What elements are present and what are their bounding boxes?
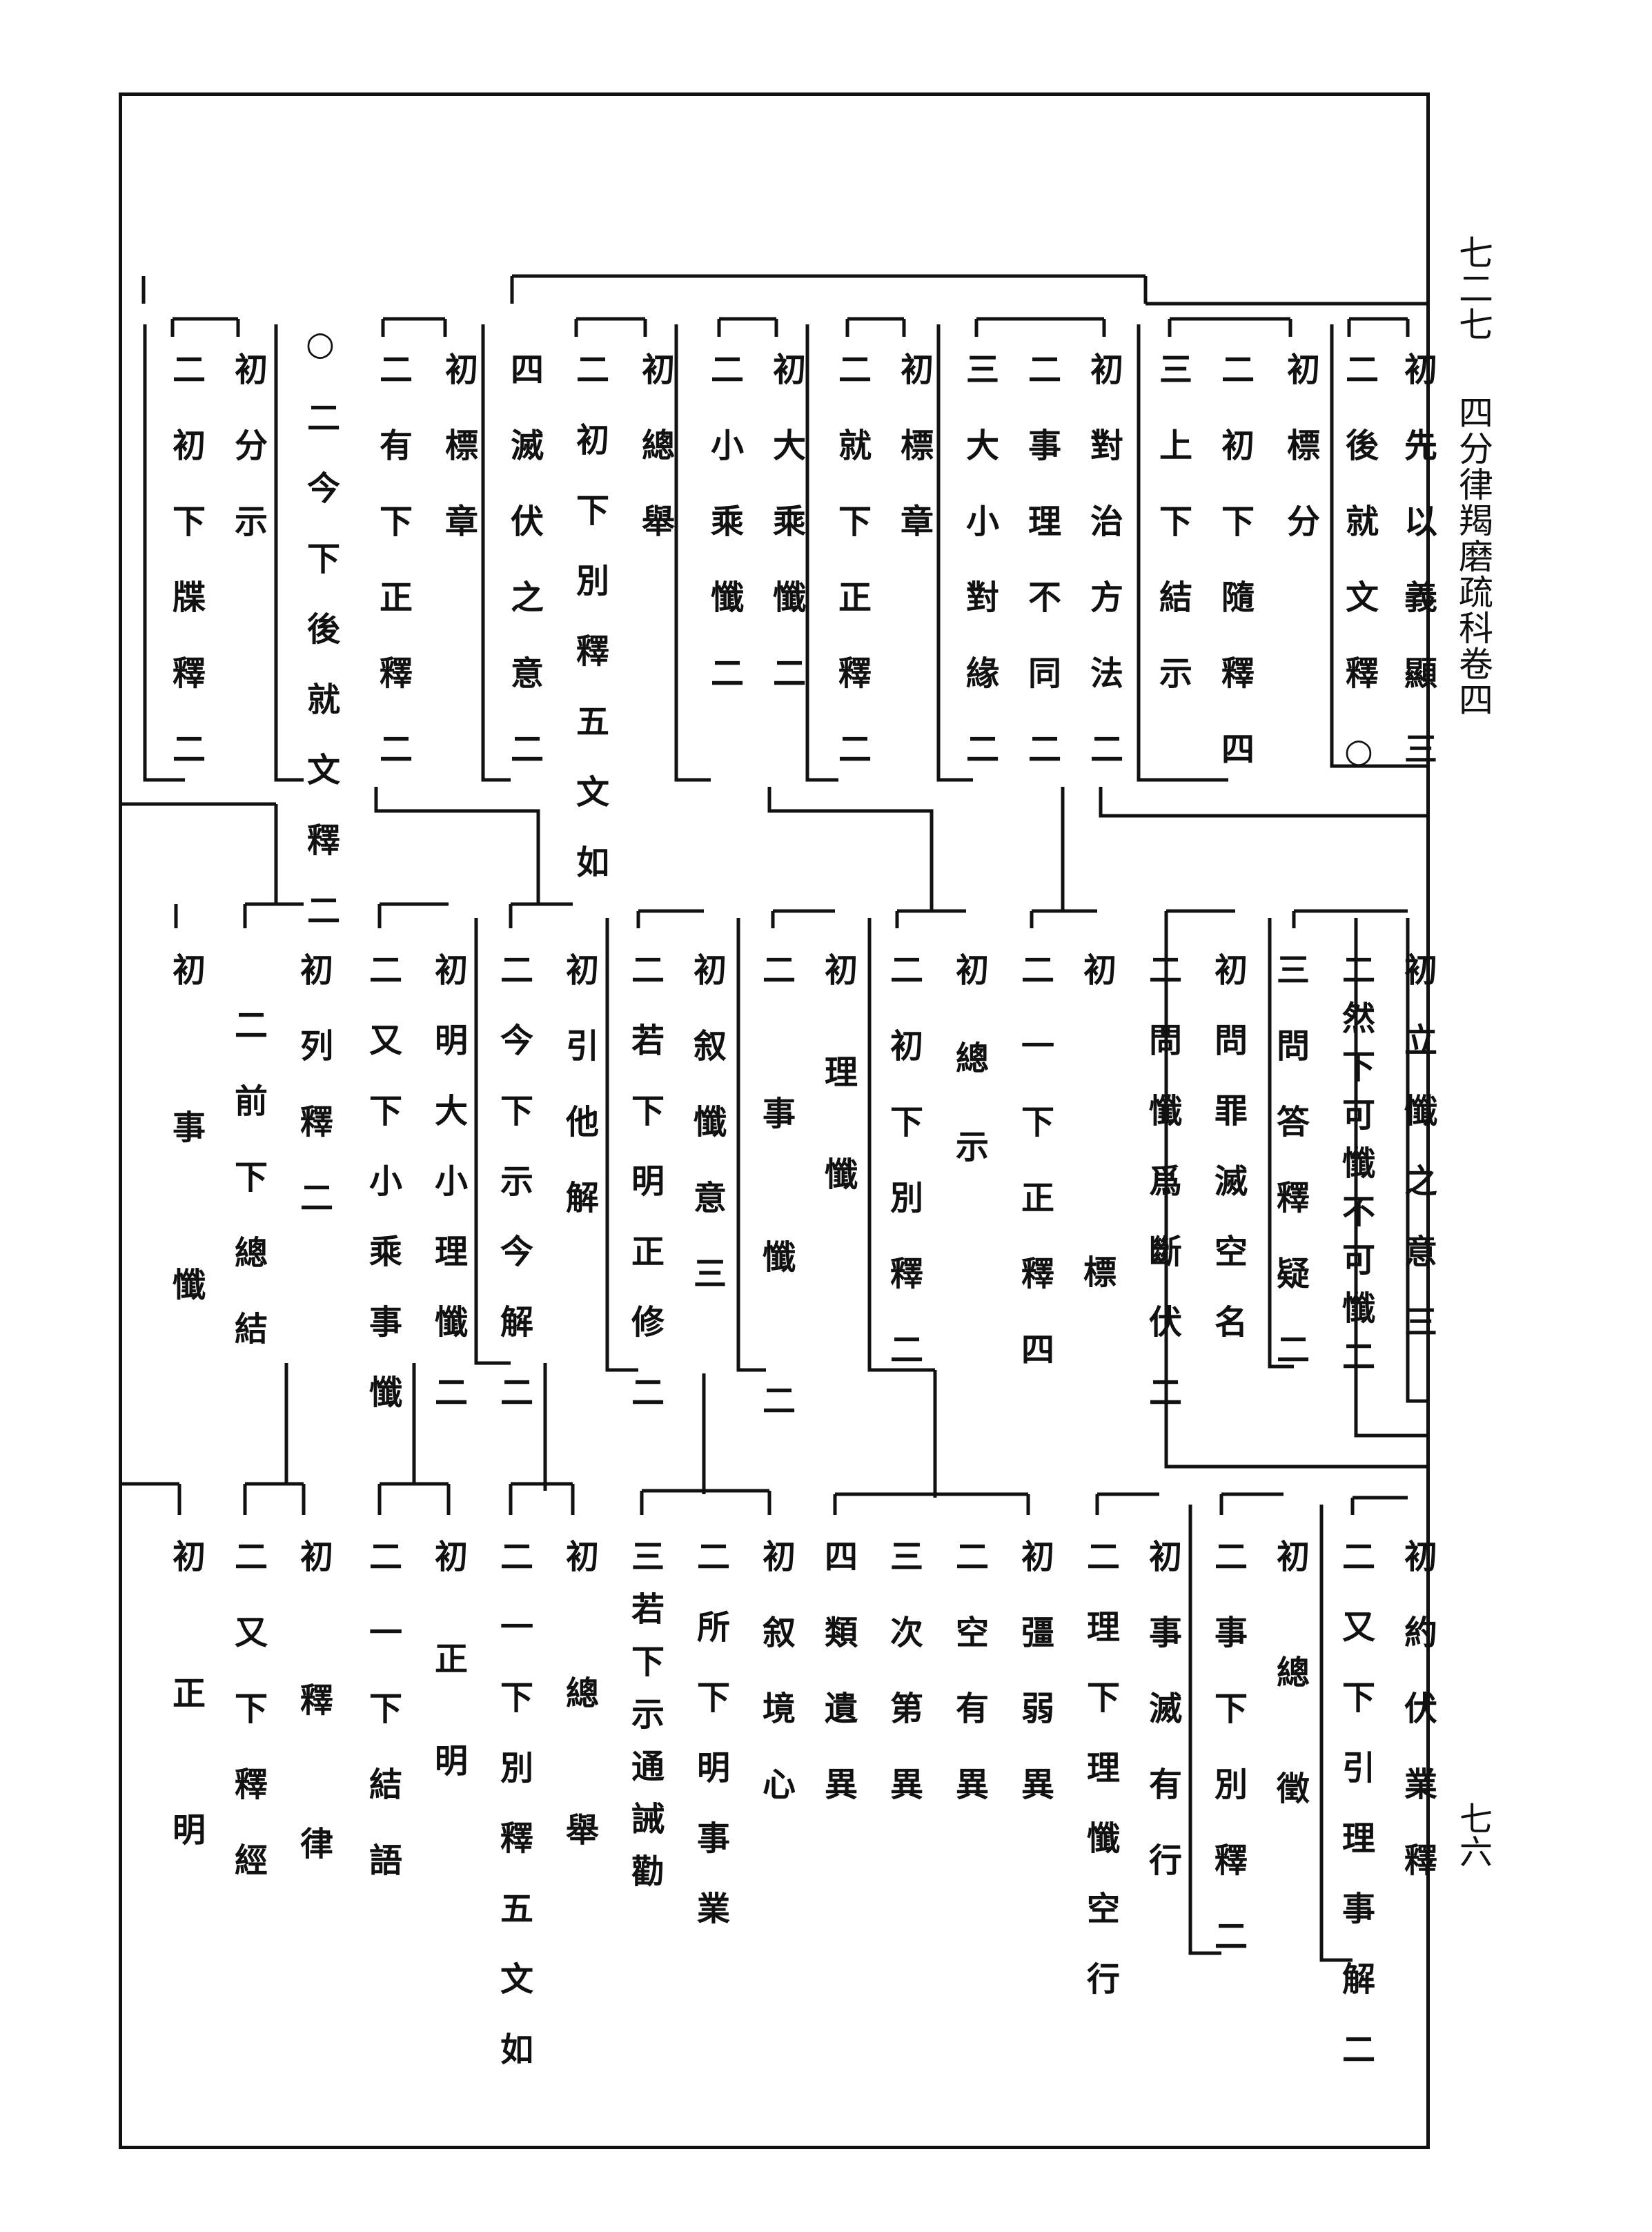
outline-item: 二前下總結: [228, 1008, 267, 1387]
outline-item: 二又下釋經: [228, 1539, 267, 1919]
outline-item: 初標分: [1281, 352, 1319, 580]
outline-item: 二空有異: [950, 1539, 988, 1843]
outline-item: 初正明: [166, 1539, 205, 1949]
outline-item: 二又下小乘事懺: [363, 952, 402, 1445]
outline-item: 初正明: [429, 1539, 467, 1846]
outline-item: 二問懺爲斷伏二: [1143, 952, 1181, 1445]
page-number: 七六: [1453, 1801, 1492, 1868]
outline-item: 初列釋二: [294, 952, 333, 1256]
outline-item: 二事下別釋二: [1208, 1539, 1247, 1995]
outline-item: 四滅伏之意二: [504, 352, 543, 807]
outline-item: 二今下示今解二: [494, 952, 533, 1445]
outline-item: 初理懺: [818, 952, 857, 1259]
outline-item: 二初下別釋五文如: [570, 352, 609, 915]
outline-item: 初明大小理懺二: [429, 952, 467, 1445]
outline-item: 四類遺異: [818, 1539, 857, 1843]
outline-item: 初叙境心: [756, 1539, 795, 1843]
outline-item: 初對治方法二: [1084, 352, 1123, 807]
volume-number: 七二七: [1453, 235, 1493, 342]
outline-item: 二一下正釋四: [1015, 952, 1054, 1408]
outline-item: 二理下理懺空行: [1081, 1539, 1119, 2032]
outline-item: 二所下明事業: [691, 1539, 729, 1961]
outline-item: 三若下示通誡勸: [625, 1539, 664, 1906]
outline-item: 二初下牒釋二: [166, 352, 205, 807]
outline-item: 二若下明正修二: [625, 952, 664, 1445]
outline-item: 三次第異: [884, 1539, 923, 1843]
outline-item: 二一下別釋五文如: [494, 1539, 533, 2102]
outline-item: 初標: [1077, 952, 1116, 1557]
outline-item: 初彊弱異: [1015, 1539, 1054, 1843]
outline-item: 初先以義顯三: [1398, 352, 1437, 807]
outline-item: 初大乘懺二: [767, 352, 805, 732]
page-frame: [119, 92, 1430, 2149]
outline-item: 初總舉: [636, 352, 674, 580]
outline-item: 初標章: [894, 352, 933, 580]
outline-item: 二又下引理事解二: [1336, 1539, 1375, 2102]
outline-item: 初總徵: [1270, 1539, 1309, 1887]
outline-item: 三大小對緣二: [960, 352, 999, 807]
outline-item: 初事滅有行: [1143, 1539, 1181, 1919]
outline-item: 二一下結語: [363, 1539, 402, 1919]
outline-item: 初引他解: [560, 952, 598, 1256]
page-title: 七二七 四分律羯磨疏科卷四: [1453, 235, 1493, 718]
outline-item: 初約伏業釋: [1398, 1539, 1437, 1919]
outline-item: 二初下別釋二: [884, 952, 923, 1408]
outline-item: 二然下可懺不可懺二: [1336, 952, 1375, 1387]
outline-item: 二有下正釋二: [373, 352, 412, 807]
outline-item: 初叙懺意三: [687, 952, 726, 1332]
outline-item: ○二今下後就文釋二: [301, 324, 340, 963]
book-title: 四分律羯磨疏科卷四: [1453, 394, 1493, 718]
outline-item: 二事理不同二: [1022, 352, 1061, 807]
outline-item: 二後就文釋○: [1339, 352, 1378, 813]
outline-item: 三上下結示: [1153, 352, 1192, 732]
outline-item: 初釋律: [294, 1539, 333, 1970]
outline-item: 二小乘懺二: [705, 352, 743, 732]
outline-item: 初總舉: [560, 1539, 598, 1949]
outline-item: 初立懺之意三: [1398, 952, 1437, 1375]
outline-item: 二就下正釋二: [832, 352, 871, 807]
outline-item: 初問罪滅空名: [1208, 952, 1247, 1375]
outline-item: 初事懺: [166, 952, 205, 1425]
outline-item: 初總示: [950, 952, 988, 1217]
outline-item: 三問答釋疑二: [1270, 952, 1309, 1408]
outline-item: 二初下隨釋四: [1215, 352, 1254, 807]
outline-item: 二事懺二: [756, 952, 795, 1527]
outline-item: 初分示: [228, 352, 267, 580]
outline-item: 初標章: [439, 352, 478, 580]
